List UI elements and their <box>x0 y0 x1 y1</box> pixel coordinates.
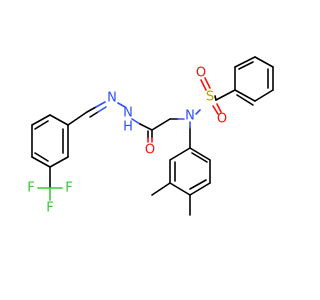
atom-o-sulfonyl-top: O <box>196 66 206 81</box>
cf3-bonds <box>37 187 63 201</box>
atom-o-carbonyl: O <box>145 143 155 158</box>
label-sulfur: S <box>206 90 214 105</box>
carbonyl-double-bond-oxygen-half <box>147 137 153 143</box>
atom-o-sulfonyl-bottom: O <box>217 112 227 127</box>
amide-n-c-bond-nitrogen-half <box>131 118 141 125</box>
label-nh-nitrogen: N <box>123 106 133 121</box>
label-fluorine-bottom: F <box>46 201 53 216</box>
atom-f1: F <box>46 201 53 216</box>
molecule-structure-diagram: N N H N S O O O F F F <box>27 56 274 216</box>
label-n-hydrazone: N <box>107 91 117 106</box>
s-aryl-bond <box>214 95 217 101</box>
imine-double-bond-carbon-half <box>86 106 99 118</box>
sulfonyl-top-double-bond <box>200 77 211 91</box>
carbon-bonds <box>31 56 274 216</box>
imine-double-bond-nitrogen-half <box>95 101 107 113</box>
hydrazine-n-n-bond <box>117 102 126 108</box>
amide-n-c-bond-carbon-half <box>139 123 153 131</box>
label-oxygen-sulfonyl-bottom: O <box>217 112 227 127</box>
sulfonyl-bottom-double-bond <box>212 103 222 115</box>
atom-nh: N H <box>123 106 133 135</box>
carbonyl-double-bond-carbon-half <box>147 129 153 139</box>
atom-f3: F <box>65 181 72 196</box>
atom-f2: F <box>27 181 34 196</box>
label-n-sulfonamide: N <box>185 109 195 124</box>
atom-s: S <box>206 90 214 105</box>
n-s-bond <box>195 109 201 115</box>
atom-n-sulfonamide: N <box>185 109 195 124</box>
label-oxygen-sulfonyl-top: O <box>196 66 206 81</box>
label-nh-hydrogen: H <box>123 120 133 135</box>
label-fluorine-right: F <box>65 181 72 196</box>
label-fluorine-left: F <box>27 181 34 196</box>
atom-n-hydrazone: N <box>107 91 117 106</box>
label-oxygen-carbonyl: O <box>145 143 155 158</box>
